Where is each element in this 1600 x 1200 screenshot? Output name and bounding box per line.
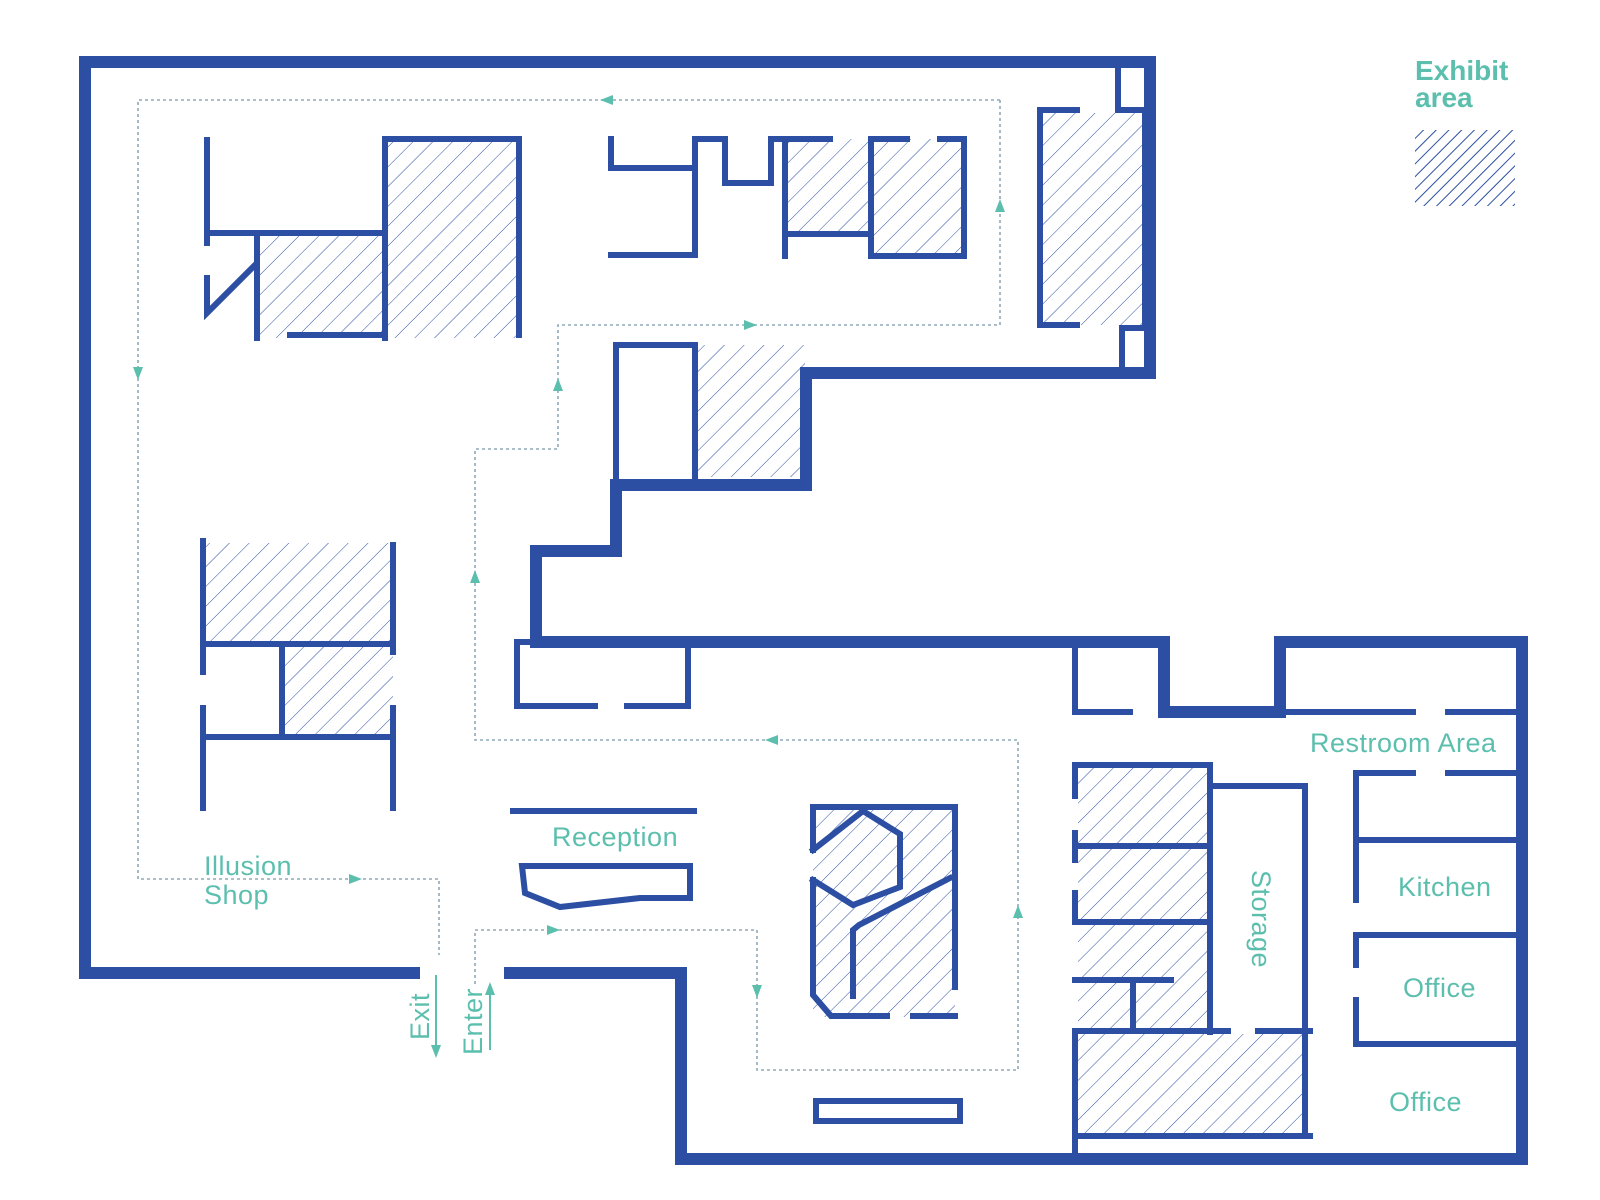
visitor-route	[133, 95, 1023, 1071]
route-arrow-up-mid	[553, 378, 563, 391]
wall-se-2	[1072, 762, 1213, 1035]
exhibit-area-center-step	[695, 345, 805, 477]
outer-walls	[79, 56, 1528, 1165]
inner-walls	[200, 59, 1525, 1162]
label-illusion-shop-1: Illusion	[204, 851, 292, 881]
route-arrow-down-left	[133, 367, 143, 380]
wall-rest-3	[1353, 770, 1416, 903]
exhibit-area-north-2	[874, 139, 964, 255]
route-north-loop	[474, 100, 1019, 1071]
wall-e-2	[1115, 59, 1148, 113]
wall-nw-3	[382, 136, 522, 341]
label-storage: Storage	[1246, 870, 1276, 968]
route-arrow-to-shop	[349, 874, 362, 884]
labels: Illusion Shop Reception Exit Enter Restr…	[204, 728, 1497, 1117]
exhibit-area-north-1	[785, 139, 871, 234]
route-arrow-west-low	[765, 735, 778, 745]
exhibit-area-se-2	[1078, 848, 1210, 922]
exit-arrow-icon	[431, 1045, 441, 1058]
wall-cs-diag	[850, 873, 955, 999]
exhibit-area-se-bottom	[1078, 1034, 1308, 1136]
label-kitchen: Kitchen	[1398, 872, 1492, 902]
outer-wall-west	[79, 56, 1528, 1165]
enter-arrow-icon	[485, 982, 495, 995]
exhibit-area-west-2	[285, 645, 393, 737]
wall-e-1	[1037, 107, 1080, 328]
label-office-upper: Office	[1403, 973, 1476, 1003]
route-arrow-up-east	[995, 199, 1005, 212]
wall-rm-2	[624, 639, 691, 709]
label-exit: Exit	[405, 993, 435, 1040]
wall-nw-6	[204, 260, 260, 321]
legend-title-1: Exhibit	[1415, 55, 1508, 86]
hatch-swatch-icon	[1415, 130, 1515, 206]
exhibit-area-nw-low	[257, 235, 385, 338]
wall-rm-1	[514, 639, 598, 709]
route-loop-outer	[137, 99, 1000, 955]
wall-cs-zig	[808, 807, 903, 909]
exhibit-area-se-3	[1078, 924, 1210, 1028]
route-arrow-east-entry	[547, 925, 560, 935]
route-arrow-east-mid	[744, 320, 757, 330]
exhibit-area-east-strip	[1043, 113, 1145, 325]
exhibit-area-west-1	[206, 543, 393, 643]
route-arrow-west	[600, 95, 613, 105]
wall-n-4	[782, 136, 910, 237]
wall-n-2	[608, 136, 833, 258]
label-office-lower: Office	[1389, 1087, 1462, 1117]
wall-n-5	[868, 136, 967, 259]
legend-title-2: area	[1415, 82, 1473, 113]
route-arrow-up-se	[1013, 905, 1023, 918]
bench	[813, 1098, 963, 1124]
wall-cs-outer	[810, 804, 958, 990]
label-restroom-area: Restroom Area	[1310, 728, 1497, 758]
exhibit-area-se-1	[1078, 768, 1210, 845]
wall-n-1	[608, 136, 698, 171]
wall-storage-left	[1207, 783, 1308, 1139]
wall-rest-8	[1353, 997, 1525, 1047]
label-enter: Enter	[458, 988, 488, 1055]
legend: Exhibit area	[1415, 55, 1515, 206]
route-arrow-down-center	[752, 985, 762, 998]
route-arrow-up-west	[470, 570, 480, 583]
wall-e-3	[1119, 325, 1148, 376]
reception-desk	[518, 863, 693, 911]
wall-step-1	[613, 342, 698, 480]
wall-nook	[1072, 646, 1133, 715]
exhibit-areas	[206, 113, 1308, 1136]
wall-cs-left	[810, 877, 838, 1019]
label-reception: Reception	[552, 822, 678, 852]
label-illusion-shop-2: Shop	[204, 880, 269, 910]
exhibit-area-nw-tall	[385, 139, 519, 338]
